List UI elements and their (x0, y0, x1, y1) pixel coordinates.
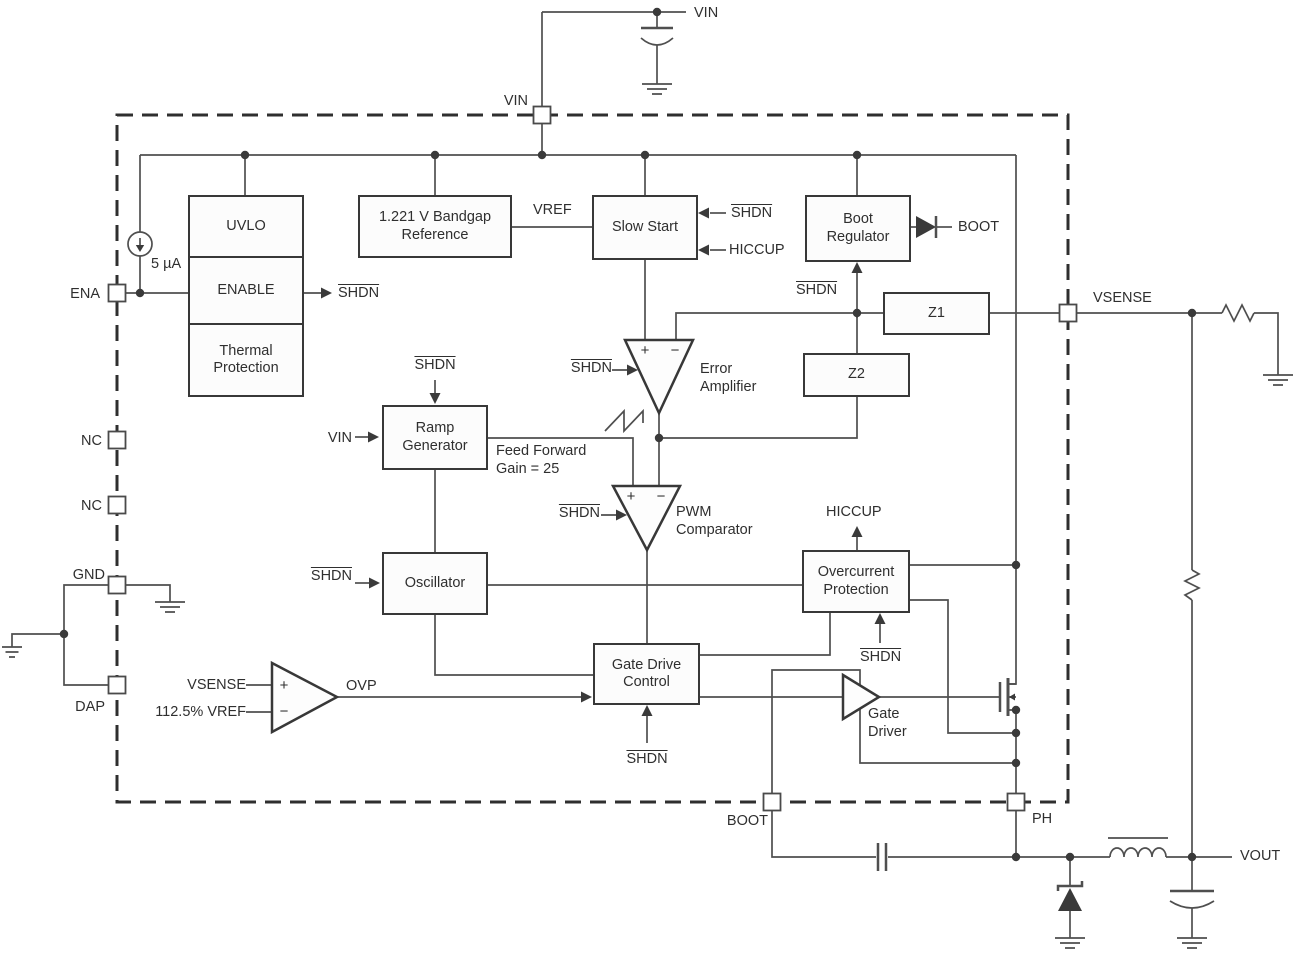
pwm-comparator-triangle (610, 484, 683, 553)
catch-diode-icon (1056, 881, 1084, 911)
block-ocp-label: Overcurrent Protection (817, 564, 895, 598)
nc-pin-top (107, 430, 127, 450)
block-z2: Z2 (803, 353, 910, 397)
label-shdn-boot-regulator: SHDN (796, 282, 838, 298)
label-dap-pin: DAP (75, 699, 105, 715)
label-vsense-ovp-input: VSENSE (187, 677, 246, 693)
label-shdn-pwm: SHDN (558, 505, 600, 521)
feedback-resistor-upper-icon (1183, 569, 1201, 601)
block-thermal-protection: Thermal Protection (188, 323, 304, 397)
arrowheads (321, 207, 886, 716)
error-amp-plus-sign: + (640, 342, 650, 359)
label-shdn-oscillator: SHDN (310, 568, 352, 584)
block-gdc-label: Gate Drive Control (611, 656, 682, 690)
label-feed-forward-gain: Feed Forward Gain = 25 (496, 443, 587, 478)
gnd-pin (107, 575, 127, 595)
input-capacitor-icon (640, 26, 674, 46)
sawtooth-ramp-icon (604, 408, 644, 434)
label-hiccup-out: HICCUP (826, 504, 882, 520)
ph-pin (1006, 792, 1026, 812)
junction-dots (59, 7, 1197, 862)
block-uvlo: UVLO (188, 195, 304, 258)
label-error-amplifier: Error Amplifier (700, 361, 757, 396)
label-vref: VREF (533, 202, 572, 218)
block-z1-label: Z1 (928, 304, 945, 321)
label-shdn-error-amp: SHDN (570, 360, 612, 376)
label-shdn-slow-start: SHDN (731, 205, 773, 221)
boot-capacitor-icon (876, 843, 888, 871)
output-inductor-icon (1108, 837, 1168, 858)
label-pwm-comparator: PWM Comparator (676, 504, 753, 539)
vin-pin (532, 105, 552, 125)
block-bandgap: 1.221 V Bandgap Reference (358, 195, 512, 258)
label-boot-pin: BOOT (726, 813, 768, 829)
power-mosfet-icon (998, 678, 1016, 716)
block-oscillator: Oscillator (382, 552, 488, 615)
label-shdn-ramp: SHDN (414, 357, 456, 373)
block-overcurrent-protection: Overcurrent Protection (802, 550, 910, 613)
block-slow-start-label: Slow Start (611, 218, 679, 235)
block-enable: ENABLE (188, 256, 304, 325)
label-vin-supply: VIN (694, 5, 719, 21)
label-vin-pin: VIN (503, 93, 528, 109)
label-vsense-pin: VSENSE (1093, 290, 1152, 306)
label-ovp-threshold: 112.5% VREF (155, 704, 246, 720)
pwm-minus-sign: − (656, 488, 666, 505)
output-capacitor-icon (1169, 889, 1215, 909)
vsense-pin (1058, 303, 1078, 323)
label-hiccup-slow-start: HICCUP (729, 242, 785, 258)
label-ena-pin: ENA (70, 286, 100, 302)
label-nc-pin-top: NC (81, 433, 102, 449)
block-boot-regulator-label: Boot Regulator (826, 211, 890, 245)
label-vin-ramp-input: VIN (327, 430, 352, 446)
block-gate-drive-control: Gate Drive Control (593, 643, 700, 705)
block-oscillator-label: Oscillator (404, 574, 466, 591)
label-ovp-signal: OVP (346, 678, 377, 694)
ic-boundary (115, 113, 1070, 804)
gate-driver-triangle (841, 672, 882, 722)
block-z2-label: Z2 (848, 366, 865, 383)
ground-symbols (2, 83, 1293, 949)
block-slow-start: Slow Start (592, 195, 698, 260)
label-ph-pin: PH (1032, 811, 1053, 827)
ovp-plus-sign: + (279, 677, 289, 694)
pwm-plus-sign: + (626, 488, 636, 505)
label-shdn-ocp: SHDN (860, 649, 902, 665)
block-bandgap-label: 1.221 V Bandgap Reference (378, 209, 492, 243)
label-shdn-enable-out: SHDN (338, 285, 380, 301)
block-z1: Z1 (883, 292, 990, 335)
error-amplifier-triangle (623, 338, 695, 416)
block-enable-label: ENABLE (217, 281, 275, 298)
label-gate-driver: Gate Driver (868, 706, 907, 741)
ovp-minus-sign: − (279, 703, 289, 720)
dap-pin (107, 675, 127, 695)
block-boot-regulator: Boot Regulator (805, 195, 911, 262)
error-amp-minus-sign: − (670, 342, 680, 359)
label-boot-net: BOOT (958, 219, 1000, 235)
feedback-resistor-top-icon (1221, 303, 1255, 323)
label-shdn-gdc: SHDN (626, 751, 668, 767)
label-vout: VOUT (1240, 848, 1281, 864)
block-ramp-generator-label: Ramp Generator (402, 420, 468, 454)
current-source-icon (127, 231, 153, 257)
label-gnd-pin: GND (72, 567, 105, 583)
package-pins (107, 105, 1078, 812)
ovp-comparator-triangle (270, 660, 340, 735)
block-ramp-generator: Ramp Generator (382, 405, 488, 470)
nc-pin-bottom (107, 495, 127, 515)
label-nc-pin-bottom: NC (81, 498, 102, 514)
boot-diode-icon (916, 216, 938, 238)
block-thermal-label: Thermal Protection (213, 342, 279, 376)
boot-pin (762, 792, 782, 812)
ena-pin (107, 283, 127, 303)
block-uvlo-label: UVLO (226, 217, 266, 234)
label-bias-current: 5 µA (151, 256, 182, 272)
